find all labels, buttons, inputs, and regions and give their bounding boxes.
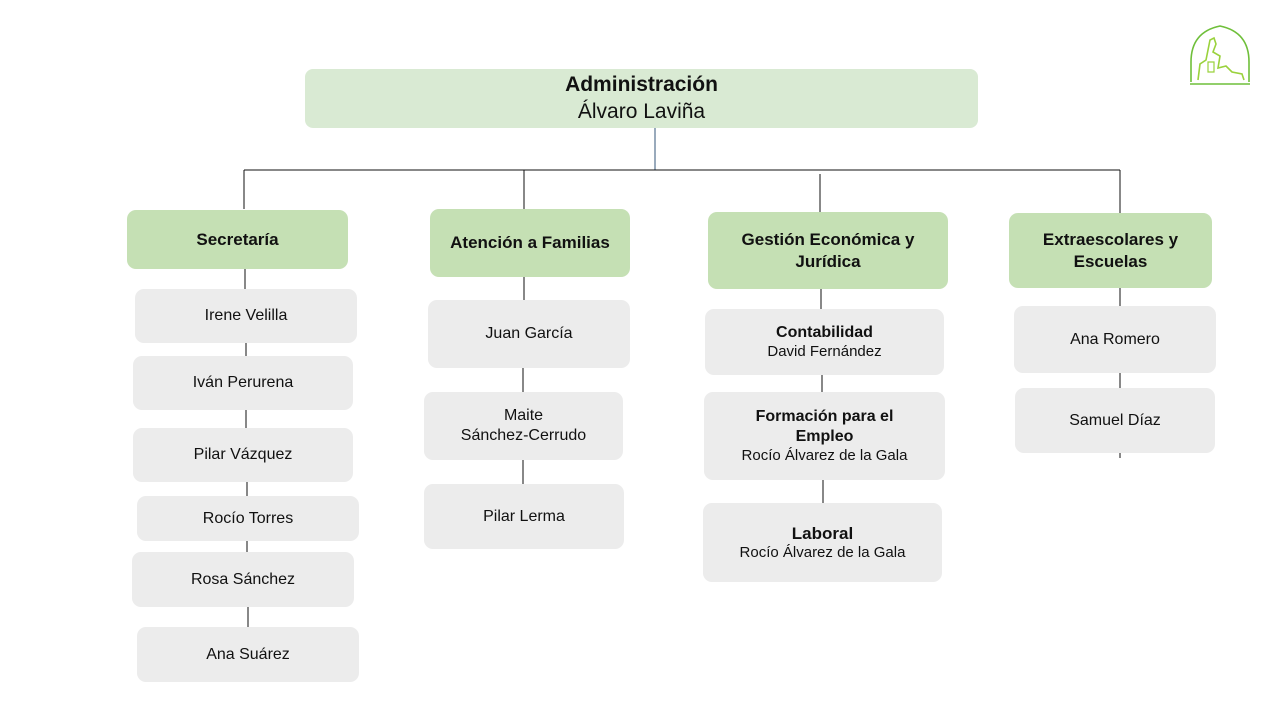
root-name: Álvaro Laviña [577, 99, 706, 123]
unit-node: Formación para el Empleo Rocío Álvarez d… [704, 392, 945, 480]
member-node: Pilar Lerma [424, 484, 624, 549]
unit-person: David Fernández [767, 342, 882, 360]
member-node: Samuel Díaz [1015, 388, 1215, 453]
root-node: Administración Álvaro Laviña [305, 69, 978, 128]
unit-node: Contabilidad David Fernández [705, 309, 944, 375]
unit-person: Rocío Álvarez de la Gala [739, 543, 906, 561]
member-node: Juan García [428, 300, 630, 368]
member-node: Ana Suárez [137, 627, 359, 682]
unit-title: Laboral [791, 523, 854, 543]
root-title: Administración [565, 73, 718, 97]
dept-secretaria: Secretaría [127, 210, 348, 269]
member-node: Iván Perurena [133, 356, 353, 410]
unit-title: Contabilidad [776, 323, 873, 341]
unit-person: Rocío Álvarez de la Gala [741, 446, 908, 464]
dept-atencion-familias: Atención a Familias [430, 209, 630, 277]
unit-title: Formación para el Empleo [755, 407, 894, 445]
member-node: Pilar Vázquez [133, 428, 353, 482]
member-node: Irene Velilla [135, 289, 357, 343]
school-logo-icon [1190, 25, 1250, 85]
member-node: Rocío Torres [137, 496, 359, 541]
dept-extraescolares: Extraescolares y Escuelas [1009, 213, 1212, 288]
dept-gestion-economica: Gestión Económica y Jurídica [708, 212, 948, 289]
unit-node: Laboral Rocío Álvarez de la Gala [703, 503, 942, 582]
member-node: Ana Romero [1014, 306, 1216, 373]
member-node: Maite Sánchez-Cerrudo [424, 392, 623, 460]
member-node: Rosa Sánchez [132, 552, 354, 607]
